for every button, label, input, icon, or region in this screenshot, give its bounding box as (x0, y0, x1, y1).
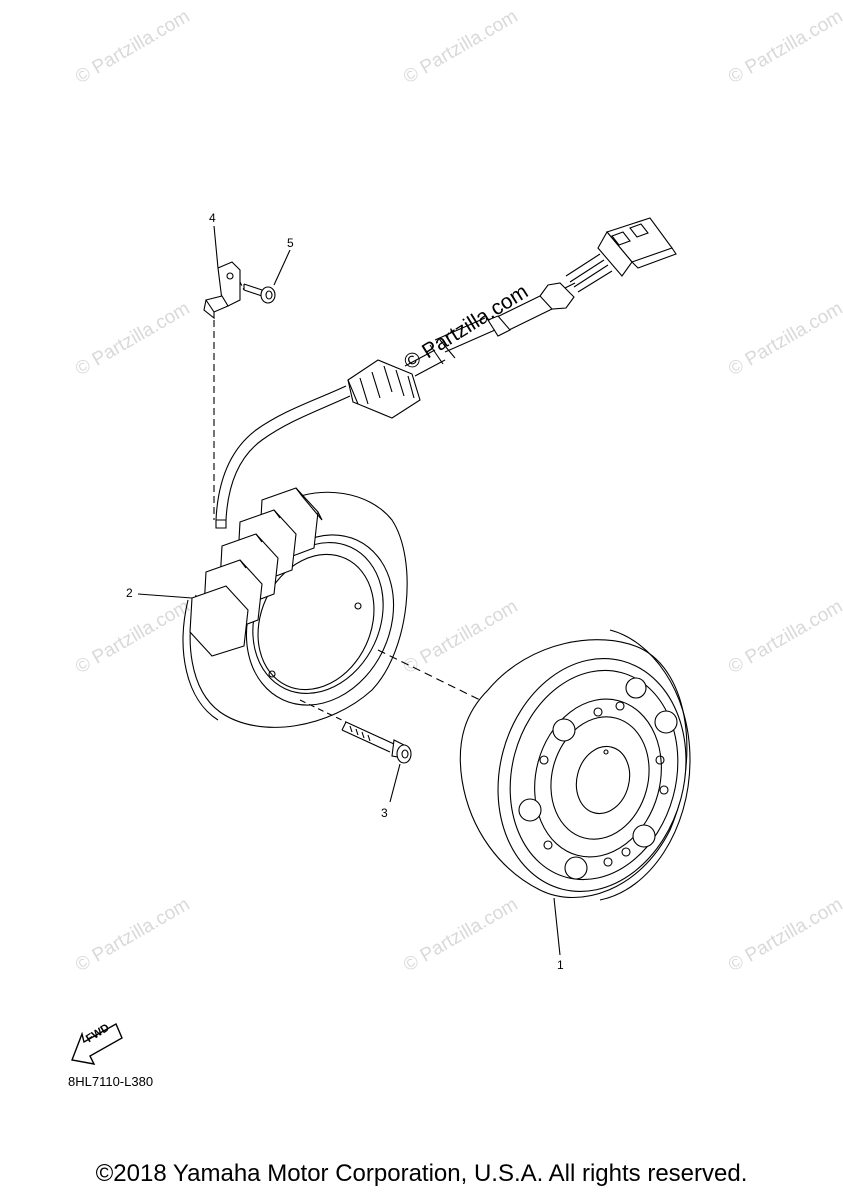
callout-5: 5 (287, 236, 294, 250)
alignment-line (378, 650, 480, 700)
stator-part-2 (183, 488, 421, 729)
fwd-arrow-icon (72, 1024, 122, 1064)
callout-2: 2 (126, 586, 133, 600)
callout-3: 3 (381, 806, 388, 820)
callout-4: 4 (209, 211, 216, 225)
rotor-part-1 (460, 630, 711, 955)
copyright-notice: ©2018 Yamaha Motor Corporation, U.S.A. A… (95, 1160, 748, 1187)
leader-3 (390, 764, 400, 802)
connector-plug (566, 218, 676, 292)
callout-1: 1 (557, 958, 564, 972)
leader-4 (214, 226, 218, 268)
bracket-part-4 (204, 262, 240, 520)
wire-harness (216, 283, 575, 528)
bolt-part-3 (300, 700, 411, 763)
leader-5 (274, 250, 290, 285)
diagram-code: 8HL7110-L380 (68, 1074, 154, 1089)
leader-2 (138, 594, 192, 598)
screw-part-5 (240, 282, 275, 303)
